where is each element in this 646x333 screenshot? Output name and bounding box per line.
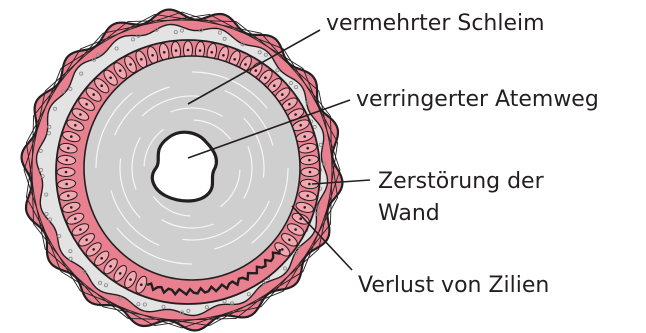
- airway-lumen: [152, 132, 216, 201]
- label-cilia: Verlust von Zilien: [358, 273, 549, 298]
- label-mucus: vermehrter Schleim: [326, 11, 545, 36]
- label-airway: verringerter Atemweg: [356, 87, 599, 112]
- label-wall-line1: Zerstörung der: [378, 169, 545, 194]
- label-wall-line2: Wand: [378, 201, 440, 226]
